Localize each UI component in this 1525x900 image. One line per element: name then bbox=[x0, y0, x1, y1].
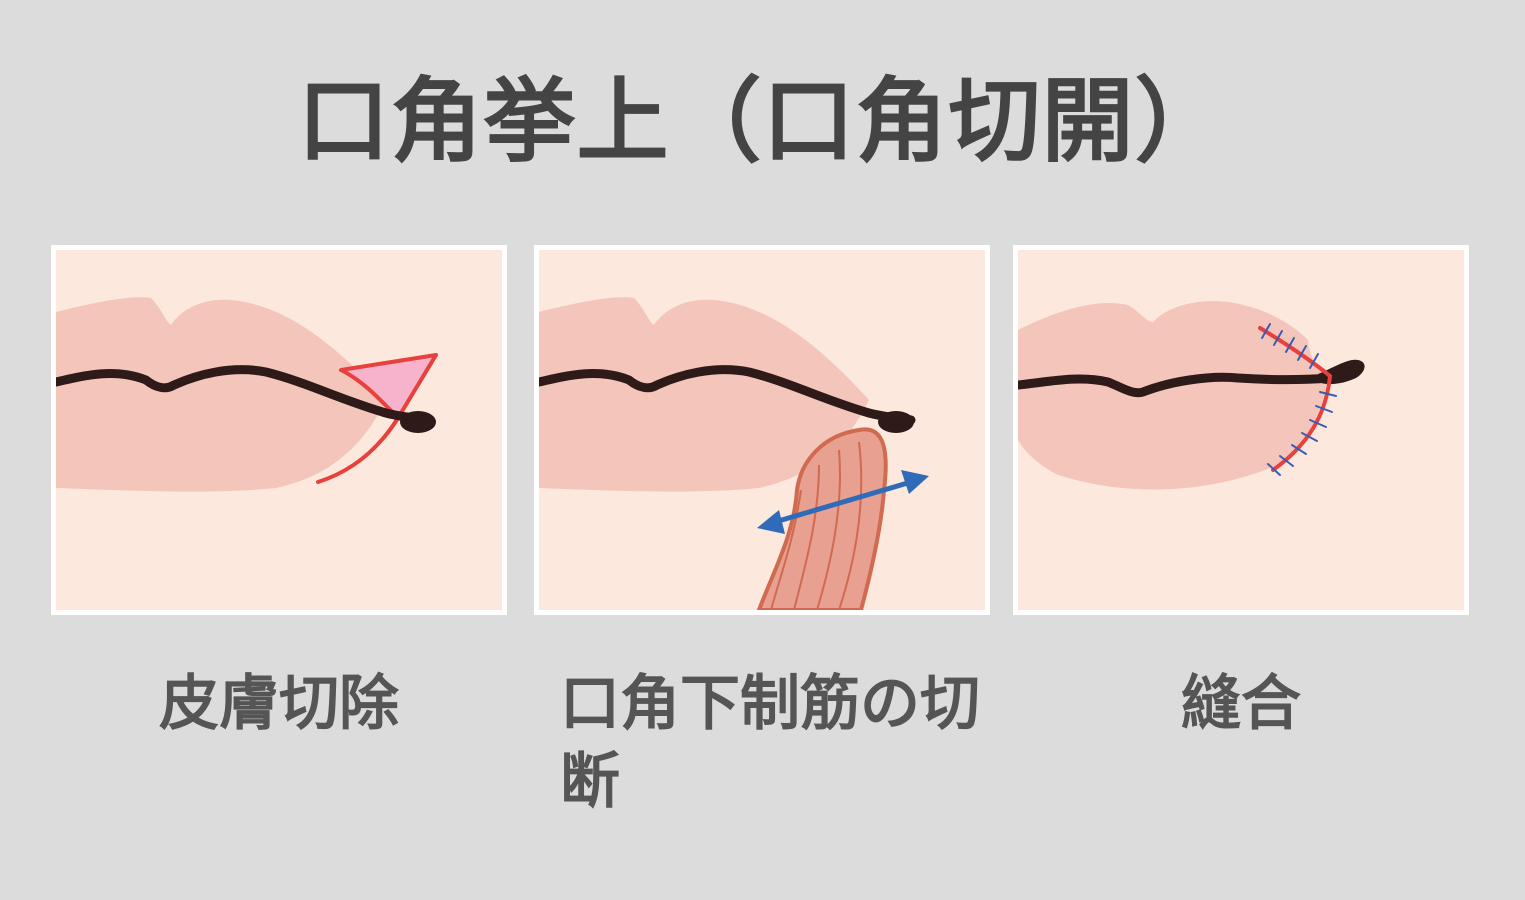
step-label-muscle-cut: 口角下制筋の切断 bbox=[560, 669, 980, 817]
lower-lip bbox=[56, 370, 386, 492]
double-arrow-icon bbox=[757, 470, 929, 534]
muscle-fiber-3 bbox=[816, 449, 841, 610]
panel-skin-excision bbox=[51, 245, 507, 615]
muscle-cut-illustration bbox=[539, 297, 929, 610]
step-label-suture: 縫合 bbox=[1181, 669, 1301, 739]
depressor-muscle bbox=[756, 427, 888, 610]
lip-line bbox=[539, 365, 916, 425]
skin-excision-illustration bbox=[56, 297, 438, 492]
muscle-fiber-1 bbox=[770, 489, 802, 610]
upper-lip bbox=[1018, 301, 1328, 375]
step-label-skin-excision: 皮膚切除 bbox=[159, 669, 399, 739]
suture-stitches bbox=[1261, 323, 1337, 476]
panel-suture bbox=[1013, 245, 1469, 615]
muscle-fiber-4 bbox=[838, 441, 863, 610]
lip-line bbox=[1018, 372, 1335, 398]
lip-line bbox=[56, 365, 433, 425]
panel-muscle-cut bbox=[534, 245, 990, 615]
suture-line bbox=[1258, 326, 1333, 472]
mouth-corner bbox=[400, 411, 436, 433]
muscle-fiber-2 bbox=[793, 464, 820, 610]
lower-lip bbox=[539, 370, 869, 492]
suture-illustration bbox=[1018, 301, 1365, 490]
page-title: 口角挙上（口角切開） bbox=[297, 68, 1228, 175]
incision-line bbox=[316, 416, 400, 484]
mouth-corner bbox=[878, 411, 914, 433]
lower-lip bbox=[1018, 375, 1328, 490]
